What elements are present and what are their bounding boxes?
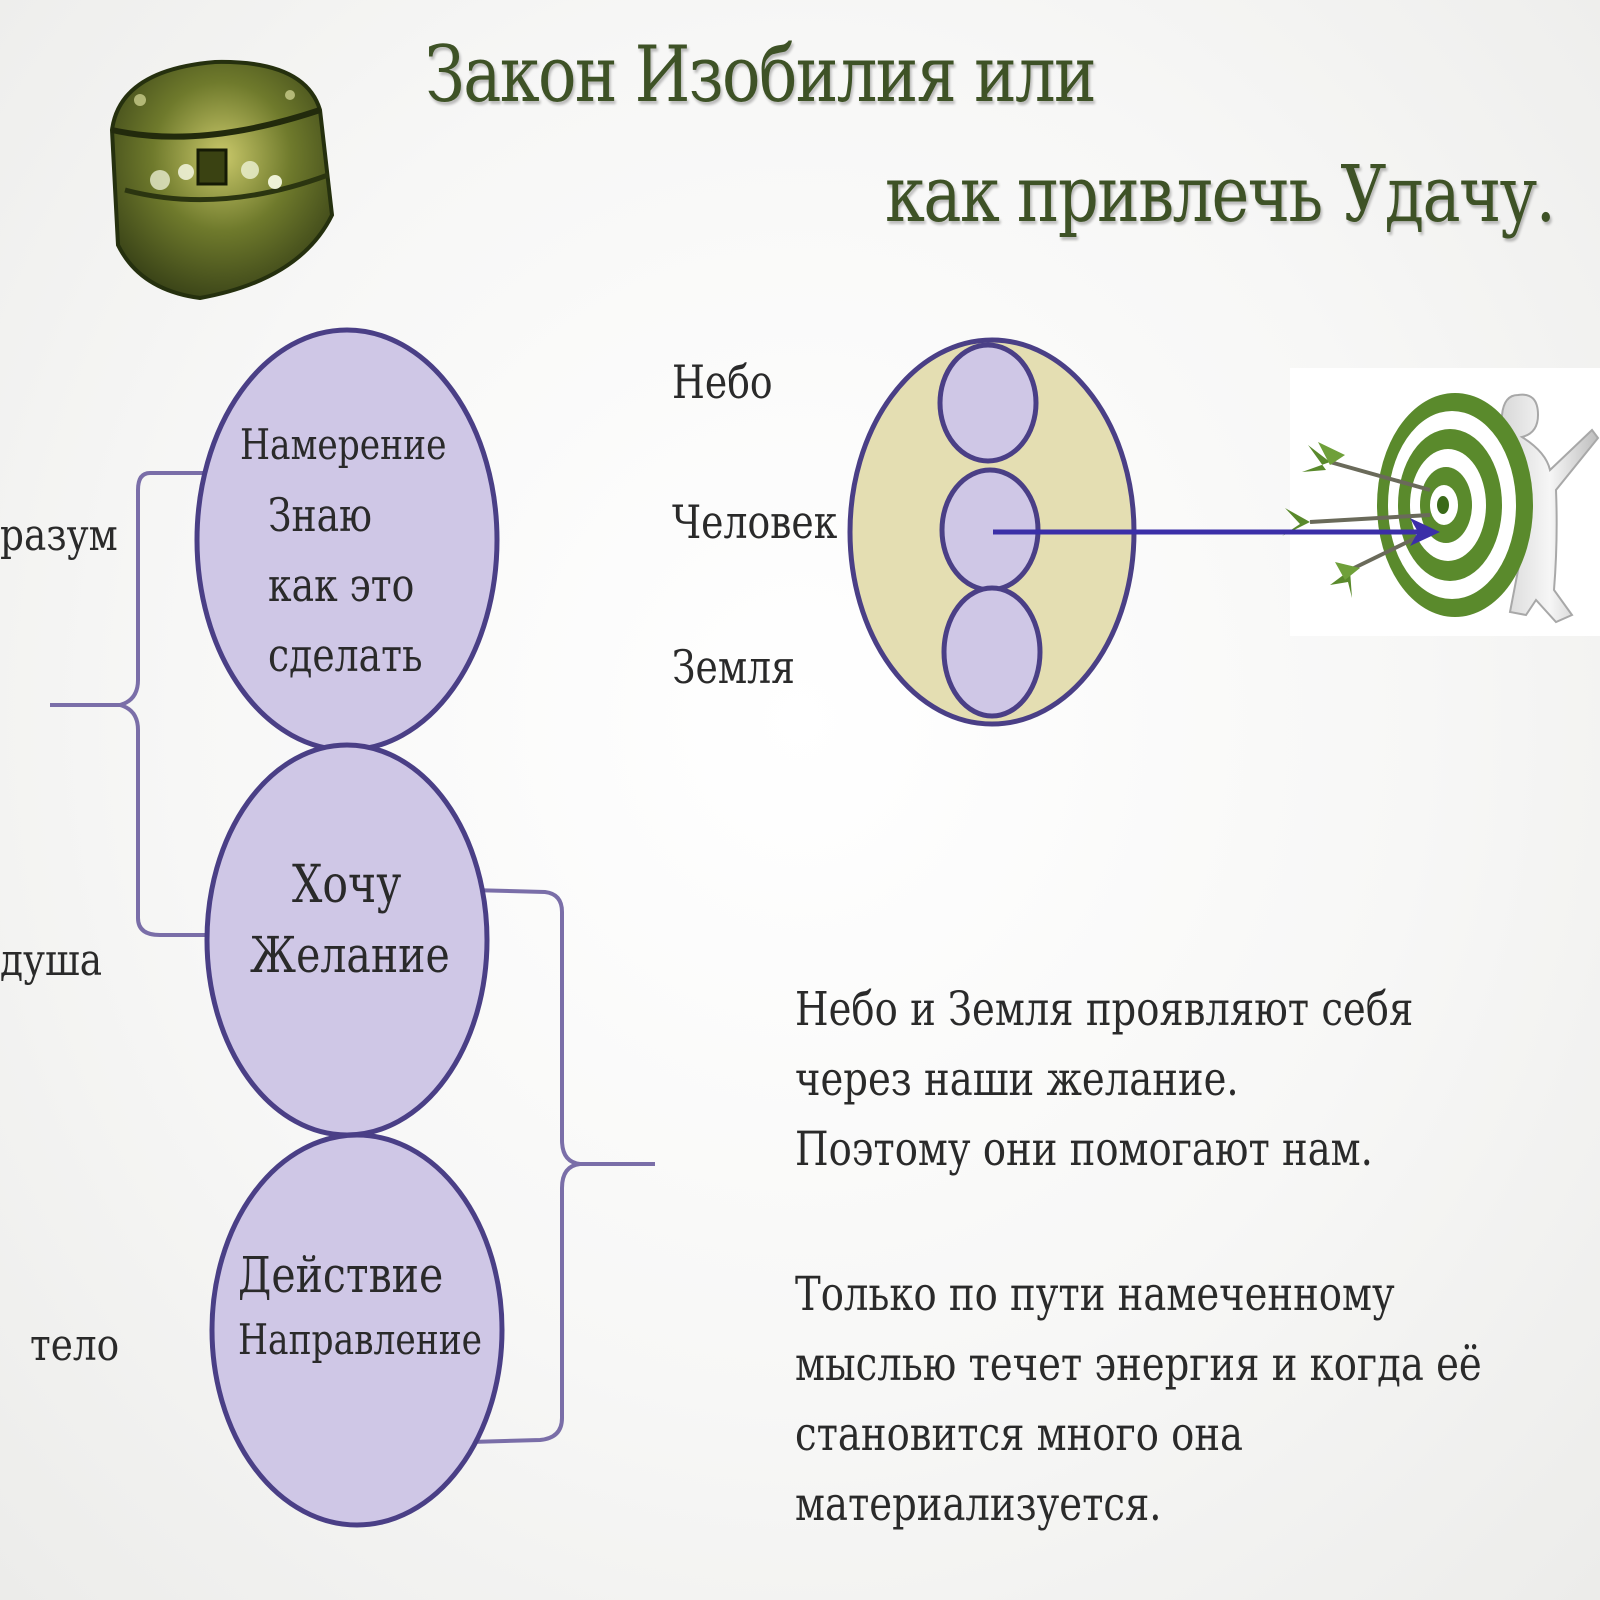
description-paragraph-2: Только по пути намеченному мыслью течет … (795, 1260, 1482, 1540)
circle-earth (941, 585, 1043, 719)
treasure-chest-icon (109, 59, 335, 301)
desc-line: Только по пути намеченному (795, 1267, 1395, 1322)
text-direction: Направление (238, 1315, 483, 1364)
circle-sky (937, 342, 1039, 464)
circle-action (209, 1132, 505, 1528)
desc-line: материализуется. (795, 1477, 1162, 1532)
text-intention: Намерение (240, 420, 447, 469)
brace-soul-body (469, 888, 655, 1444)
brace-mind-soul (50, 471, 230, 937)
label-earth: Земля (672, 640, 795, 694)
desc-line: Небо и Земля проявляют себя (795, 982, 1414, 1037)
text-action: Действие (238, 1246, 444, 1304)
description-paragraph-1: Небо и Земля проявляют себя через наши ж… (795, 975, 1413, 1185)
target-with-arrows-icon (1282, 368, 1600, 636)
title-line-2: как привлечь Удачу. (885, 150, 1556, 240)
text-do-it: сделать (268, 628, 423, 682)
label-soul: душа (0, 935, 103, 986)
desc-line: мыслью течет энергия и когда её (795, 1337, 1482, 1392)
desc-line: становится много она (795, 1407, 1244, 1462)
desc-line: Поэтому они помогают нам. (795, 1122, 1373, 1177)
label-body: тело (30, 1320, 120, 1371)
label-human: Человек (672, 495, 838, 549)
arrow-to-target (993, 518, 1440, 546)
desc-line: через наши желание. (795, 1052, 1239, 1107)
label-mind: разум (0, 510, 118, 561)
text-want: Хочу (292, 855, 402, 915)
title-line-1: Закон Изобилия или (425, 30, 1097, 120)
label-sky: Небо (672, 355, 773, 409)
text-desire: Желание (250, 926, 450, 984)
text-know: Знаю (268, 488, 372, 542)
text-how: как это (268, 558, 415, 612)
